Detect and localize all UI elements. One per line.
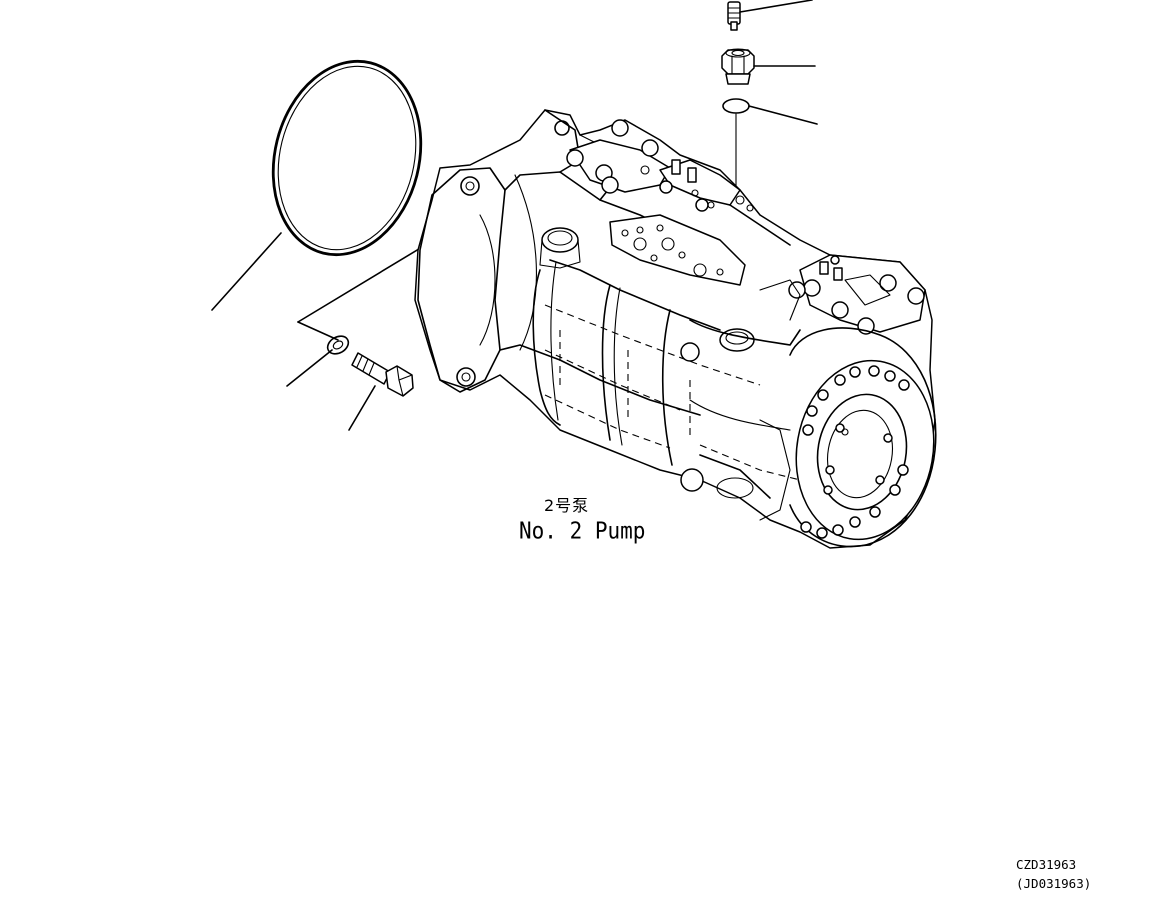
leader-line-bolt <box>348 385 376 431</box>
hydraulic-pump <box>414 109 937 549</box>
drawing-code: CZD31963 <box>1016 857 1077 872</box>
leader-line-nipple <box>739 0 813 13</box>
bolt[interactable] <box>351 352 414 397</box>
leader-line-o-ring <box>211 232 282 311</box>
drawing-code-block: CZD31963 (JD031963) <box>1016 855 1091 893</box>
leader-line-flange-2 <box>297 321 339 341</box>
pump-label-cn: 2号泵 <box>544 496 590 515</box>
pump-label-en: No. 2 Pump <box>519 518 646 544</box>
leader-line-small-o-ring <box>748 105 818 125</box>
small-o-ring[interactable] <box>722 98 750 114</box>
large-o-ring[interactable] <box>253 45 440 270</box>
nipple-fitting[interactable] <box>727 1 741 31</box>
drawing-code-alt: (JD031963) <box>1016 876 1092 891</box>
plug-adapter[interactable] <box>721 48 755 85</box>
leader-line-washer <box>286 349 333 387</box>
